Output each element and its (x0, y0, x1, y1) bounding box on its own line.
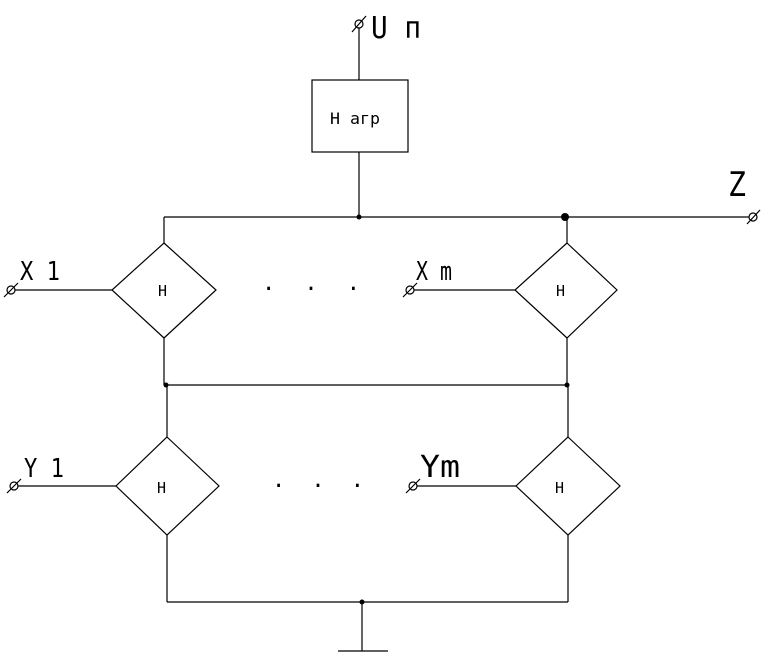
input-y1-label: Y 1 (24, 454, 64, 484)
gate-x1-label: Н (158, 282, 167, 300)
load-box (311, 79, 409, 153)
gate-xm-label: Н (556, 282, 565, 300)
output-label: Z (728, 165, 746, 205)
gate-y1-label: Н (157, 479, 166, 497)
supply-label: U п (371, 11, 421, 46)
supply-terminal-slash (351, 15, 367, 33)
input-ym-label: Ym (420, 450, 460, 485)
input-y1-terminal-slash (6, 478, 22, 494)
gate-ym-label: Н (555, 479, 564, 497)
input-x1-terminal-slash (3, 282, 19, 298)
gate-row-y-ellipsis: · · · (272, 474, 364, 499)
gate-xm (514, 242, 618, 339)
middle-junction-right (564, 382, 570, 388)
gate-y1 (115, 436, 220, 536)
input-xm-label: X m (416, 257, 452, 287)
gate-ym (515, 436, 621, 536)
input-xm-terminal-slash (402, 282, 418, 298)
output-terminal-slash (746, 209, 761, 225)
junction-dot (356, 214, 362, 220)
middle-junction-left (163, 382, 169, 388)
input-ym-terminal-slash (405, 478, 421, 494)
input-x1-label: X 1 (20, 257, 60, 287)
load-label: Н агр (330, 109, 380, 128)
output-junction-dot (561, 213, 569, 221)
gate-row-x-ellipsis: · · · (262, 277, 360, 302)
